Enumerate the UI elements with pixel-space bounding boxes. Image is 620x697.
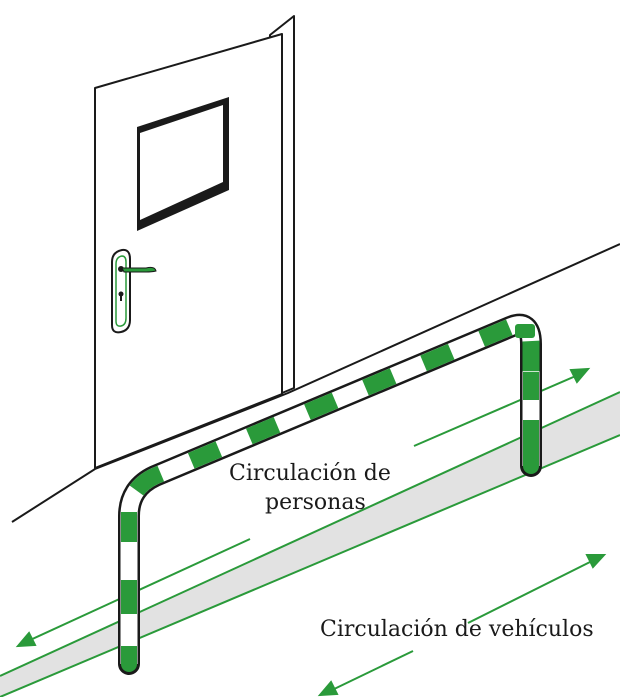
door-icon — [94, 15, 295, 469]
vehicle-arrow-line-right — [467, 559, 595, 624]
arrow-icon-right-upper — [569, 367, 591, 384]
window-icon — [137, 97, 229, 231]
arrow-icon-left-lower — [317, 680, 339, 697]
right-post-stripe-1 — [523, 372, 539, 400]
pedestrian-arrow-line-right — [413, 374, 579, 447]
vehicle-arrows — [317, 554, 607, 697]
door-handle-icon — [111, 248, 157, 334]
right-post-top-stripe — [515, 324, 535, 338]
lane-edge-lower — [0, 434, 620, 697]
vehicle-label: Circulación de vehículos — [320, 617, 594, 642]
vehicle-arrow-line-left — [329, 650, 414, 692]
lane-edge-upper — [0, 391, 620, 677]
wall-floor-line — [11, 243, 620, 523]
left-post-stripe-2 — [121, 580, 137, 614]
right-post-stripe-2 — [523, 420, 539, 466]
left-post-foot — [121, 656, 137, 672]
arrow-icon-right-lower — [585, 554, 607, 569]
left-post-stripe-3 — [121, 512, 137, 542]
guard-rail-icon — [121, 324, 539, 672]
pedestrian-label-line2: personas — [265, 490, 366, 515]
arrow-icon-left-upper — [15, 631, 37, 648]
right-post-foot — [523, 458, 539, 474]
pedestrian-label-line1: Circulación de — [229, 461, 391, 486]
vehicle-lane-strip — [0, 392, 620, 697]
